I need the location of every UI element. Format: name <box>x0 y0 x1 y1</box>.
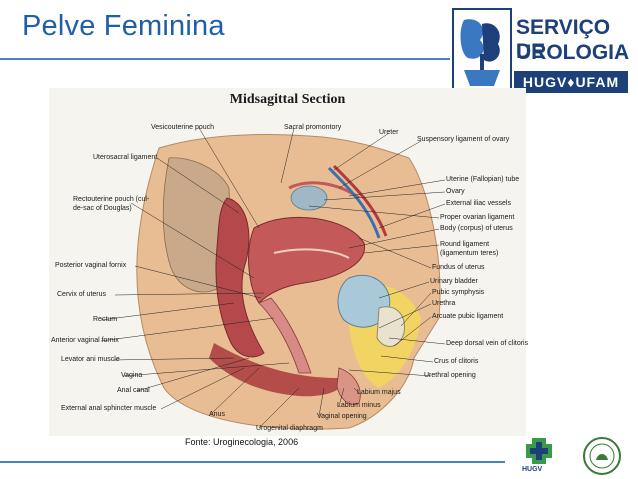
hugv-logo: HUGV <box>508 434 580 478</box>
anatomy-figure: Midsagittal Section <box>49 88 529 436</box>
label-fundus-of-uterus: Fundus of uterus <box>432 264 485 271</box>
slide-title: Pelve Feminina <box>22 10 225 42</box>
label-levator-ani: Levator ani muscle <box>61 356 120 363</box>
label-round-ligament-2: (ligamentum teres) <box>440 250 499 257</box>
label-anal-canal: Anal canal <box>117 387 150 394</box>
label-labium-minus: Labium minus <box>337 402 381 409</box>
label-vesicouterine-pouch: Vesicouterine pouch <box>151 124 215 131</box>
label-urogenital-diaphragm: Urogenital diaphragm <box>256 425 323 432</box>
label-uterine-tube: Uterine (Fallopian) tube <box>446 176 520 183</box>
label-uterosacral-ligament: Uterosacral ligament <box>93 154 158 161</box>
servico-urologia-logo: SERVIÇO DE UROLOGIA HUGV♦UFAM <box>452 8 630 94</box>
label-anus: Anus <box>209 411 225 418</box>
label-body-of-uterus: Body (corpus) of uterus <box>440 225 513 232</box>
label-vaginal-opening: Vaginal opening <box>317 413 367 420</box>
label-sacral-promontory: Sacral promontory <box>284 124 342 131</box>
logo-line-2: UROLOGIA <box>516 41 630 64</box>
label-round-ligament-1: Round ligament <box>440 241 490 248</box>
label-pubic-symphysis: Pubic symphysis <box>432 289 485 296</box>
label-external-anal-sphincter: External anal sphincter muscle <box>61 405 157 412</box>
label-rectum: Rectum <box>93 316 118 323</box>
label-external-iliac: External iliac vessels <box>446 200 511 207</box>
kidney-logo-icon <box>452 8 512 94</box>
pelvis-illustration <box>100 127 446 430</box>
label-posterior-vaginal-fornix: Posterior vaginal fornix <box>55 262 127 269</box>
label-labium-majus: Labium majus <box>357 389 401 396</box>
figure-caption: Fonte: Uroginecologia, 2006 <box>185 437 299 447</box>
label-ovary: Ovary <box>446 188 465 195</box>
label-anterior-vaginal-fornix: Anterior vaginal fornix <box>51 337 119 344</box>
label-deep-dorsal-vein: Deep dorsal vein of clitoris <box>446 340 529 347</box>
label-rectouterine-pouch-2: de-sac of Douglas) <box>73 205 132 212</box>
label-proper-ovarian-ligament: Proper ovarian ligament <box>440 214 515 221</box>
label-suspensory-ligament: Suspensory ligament of ovary <box>417 136 510 143</box>
logo-bar: HUGV♦UFAM <box>514 71 628 93</box>
logo-line-1: SERVIÇO DE <box>516 16 611 63</box>
label-crus-of-clitoris: Crus of clitoris <box>434 358 479 365</box>
label-urethral-opening: Urethral opening <box>424 372 476 379</box>
figure-title: Midsagittal Section <box>229 92 346 107</box>
label-urethra: Urethra <box>432 300 456 307</box>
hugv-text: HUGV <box>522 466 543 473</box>
hospital-cross-icon <box>526 438 552 464</box>
footer-divider <box>0 461 505 463</box>
label-cervix-of-uterus: Cervix of uterus <box>57 291 107 298</box>
label-ureter: Ureter <box>379 129 399 136</box>
university-seal-icon <box>580 434 624 478</box>
label-urinary-bladder: Urinary bladder <box>430 278 478 285</box>
label-vagina: Vagina <box>121 372 143 379</box>
title-divider <box>0 58 450 60</box>
label-rectouterine-pouch-1: Rectouterine pouch (cul- <box>73 196 150 203</box>
label-arcuate-pubic-ligament: Arcuate pubic ligament <box>432 313 504 320</box>
